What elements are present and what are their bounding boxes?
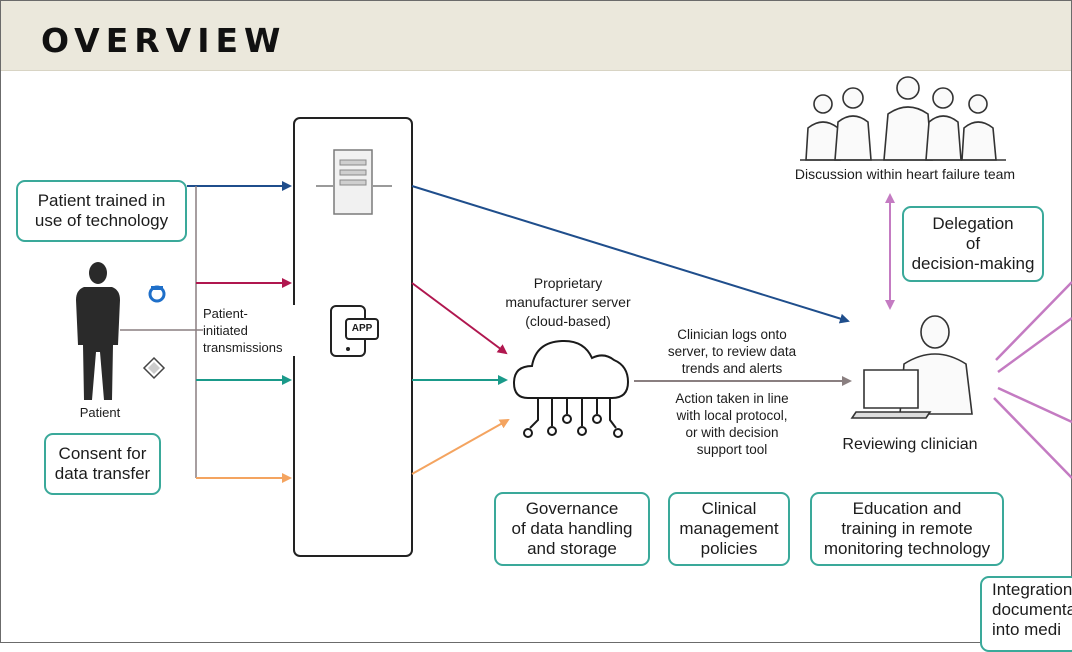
box-consent: Consent for data transfer: [44, 433, 161, 495]
arrow-blue-to-clinician: [411, 185, 850, 324]
label-patient: Patient: [79, 405, 121, 420]
patient-figure-icon: [76, 262, 120, 400]
cloud-server-icon: [512, 339, 630, 438]
box-integration: Integration documenta into medi: [980, 576, 1072, 652]
header-bar: OVERVIEW: [1, 1, 1071, 71]
arrow-red-to-cloud: [411, 282, 508, 355]
box-patient-trained: Patient trained in use of technology: [16, 180, 187, 242]
label-server: Proprietary manufacturer server (cloud-b…: [505, 275, 631, 329]
output-arrows: [411, 185, 850, 475]
arrow-orange-to-cloud: [411, 419, 510, 475]
label-patient-initiated: Patient- initiated transmissions: [203, 305, 303, 356]
box-clinical-management: Clinical management policies: [668, 492, 790, 566]
input-arrows: [187, 181, 292, 483]
box-governance: Governance of data handling and storage: [494, 492, 650, 566]
sensor-device-icon: [142, 356, 166, 380]
label-clinician-logs: Clinician logs onto server, to review da…: [667, 327, 797, 376]
label-reviewing-clinician: Reviewing clinician: [842, 436, 978, 453]
implant-device-icon: [148, 285, 166, 303]
purple-right-arrows: [993, 281, 1072, 479]
smartphone-app-icon: [330, 305, 379, 357]
reviewing-clinician-icon: [850, 315, 973, 419]
box-education: Education and training in remote monitor…: [810, 492, 1004, 566]
page-title: OVERVIEW: [41, 21, 287, 60]
label-action-taken: Action taken in line with local protocol…: [675, 391, 789, 457]
heart-failure-team-icon: [800, 76, 1006, 161]
box-delegation: Delegation of decision-making: [902, 206, 1044, 282]
label-hf-team: Discussion within heart failure team: [794, 166, 1016, 182]
app-icon-label: APP: [351, 323, 373, 334]
server-icon: [316, 149, 392, 215]
